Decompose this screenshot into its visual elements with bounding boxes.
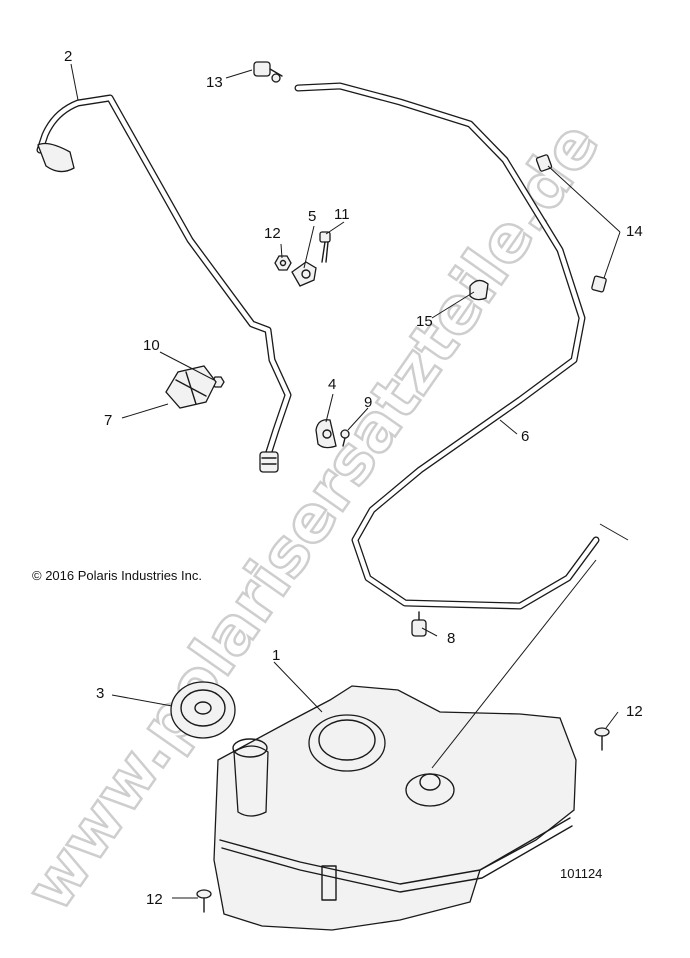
part-12-rivet-left	[196, 889, 212, 913]
part-16-clip	[469, 279, 489, 301]
part-12-rivet-right	[594, 727, 610, 751]
part-9-screw	[340, 429, 350, 447]
part-14-clips	[535, 154, 607, 293]
callout-1: 1	[272, 647, 280, 664]
part-6-fuel-line	[294, 82, 600, 610]
part-1-fuel-tank	[213, 523, 629, 931]
callout-9: 9	[364, 394, 372, 411]
callout-3: 3	[96, 685, 104, 702]
callout-2: 2	[64, 48, 72, 65]
part-13-nut	[274, 255, 292, 271]
figure-number: 101124	[560, 866, 602, 881]
callout-11: 11	[334, 206, 350, 223]
callout-labels: 2 13 12 5 11 14 15 10 7 4 9 6 8 1 3 12 1…	[64, 48, 643, 908]
callout-16: 15	[416, 313, 433, 330]
copyright-notice: © 2016 Polaris Industries Inc.	[32, 568, 202, 583]
leader-lines	[70, 63, 621, 899]
callout-15: 13	[206, 74, 223, 91]
part-11-bolt	[319, 231, 331, 263]
part-8-valve	[411, 611, 427, 637]
callout-8: 8	[447, 630, 455, 647]
callout-12-right: 12	[626, 703, 643, 720]
part-3-fuel-cap	[170, 681, 236, 739]
callout-5: 5	[308, 208, 316, 225]
part-7-bracket	[165, 365, 217, 409]
callout-7: 7	[104, 412, 112, 429]
callout-13: 12	[264, 225, 281, 242]
callout-4: 4	[328, 376, 336, 393]
part-4-clamp	[315, 419, 337, 449]
callout-12-left: 12	[146, 891, 163, 908]
part-15-connector	[253, 61, 283, 83]
callout-14: 14	[626, 223, 643, 240]
callout-10: 10	[143, 337, 160, 354]
part-2-vent-line	[36, 94, 292, 473]
callout-6: 6	[521, 428, 529, 445]
part-5-clamp	[291, 261, 317, 287]
